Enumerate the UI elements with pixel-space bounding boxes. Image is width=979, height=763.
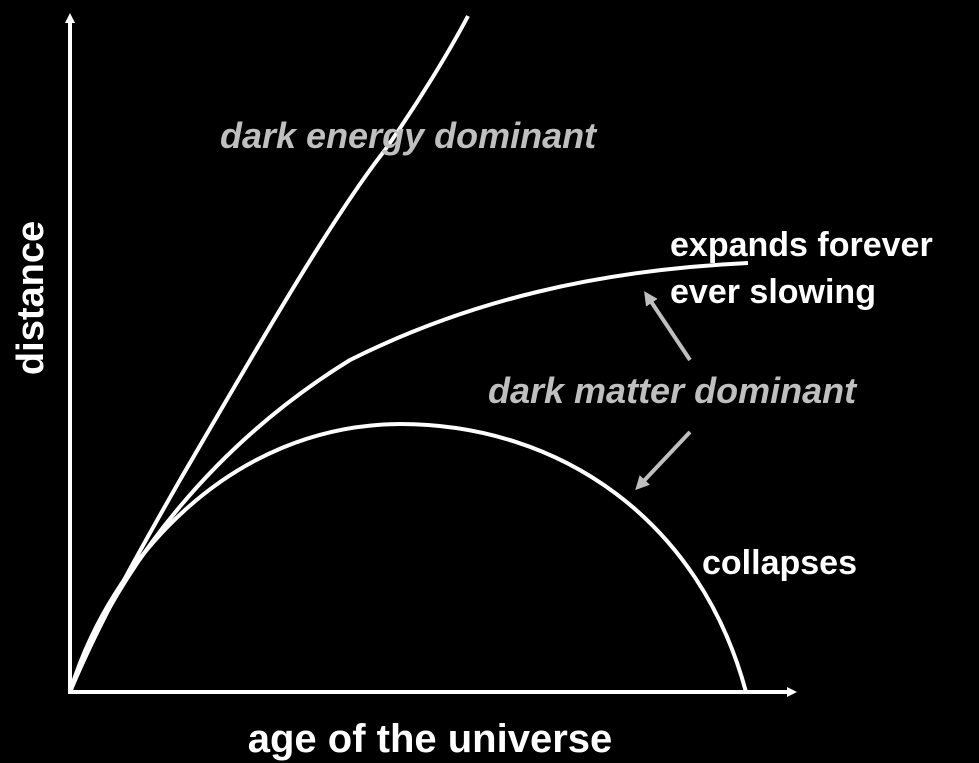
x-axis-label: age of the universe	[248, 717, 613, 761]
dark-energy-label: dark energy dominant	[220, 115, 598, 156]
arrow-to-collapsing	[635, 430, 692, 491]
ever-slowing-label: ever slowing	[670, 273, 876, 311]
collapses-label: collapses	[702, 544, 857, 582]
expands-forever-label: expands forever	[670, 226, 933, 264]
dark-matter-label: dark matter dominant	[488, 370, 858, 411]
arrow-to-expanding	[644, 291, 692, 362]
y-axis-label: distance	[10, 221, 52, 375]
collapse-curve	[68, 421, 748, 693]
